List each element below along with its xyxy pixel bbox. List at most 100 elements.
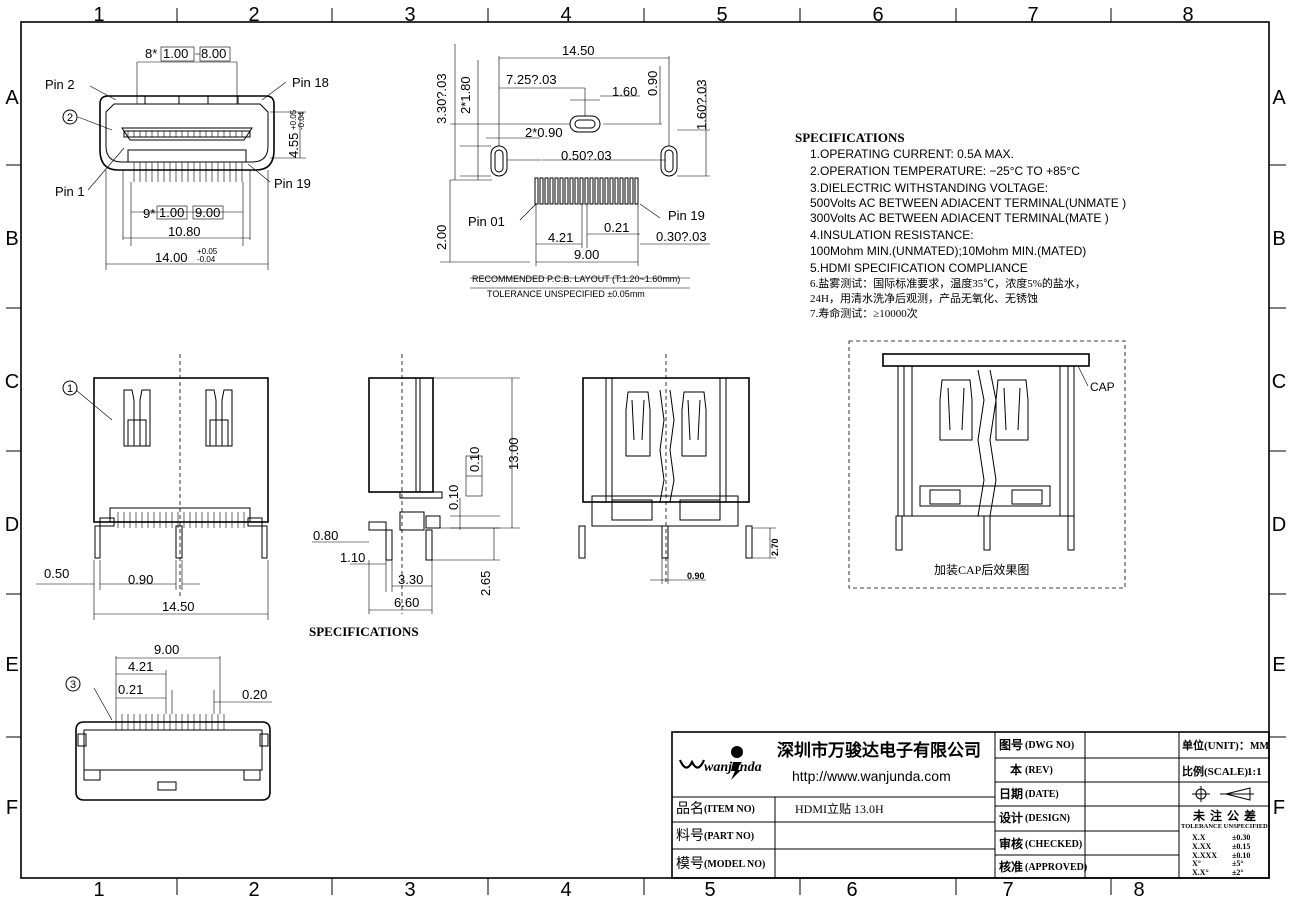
dim-text: 2.65	[478, 571, 493, 596]
bottom-view: 3 9.00 4.21 0.21 0.20	[65, 642, 272, 801]
dim-text: 0.20	[242, 687, 267, 702]
tol-key: X.X	[1192, 833, 1206, 842]
spec-line: 500Volts AC BETWEEN ADIACENT TERMINAL(UN…	[810, 196, 1126, 210]
row-label: F	[6, 797, 18, 819]
dim-text: 1.10	[340, 550, 365, 565]
dim-text: 0.30?.03	[656, 229, 707, 244]
col-label: 8	[1182, 4, 1193, 26]
dim-text: 0.90	[128, 572, 153, 587]
check-label: 审核	[999, 836, 1023, 851]
col-label: 4	[560, 879, 571, 901]
item-value: HDMI立贴 13.0H	[795, 801, 884, 816]
unit-label: 单位(UNIT)：	[1182, 738, 1250, 752]
pin-label: Pin 18	[292, 75, 329, 90]
pin-label: Pin 19	[274, 176, 311, 191]
pcb-layout-view: 14.50 7.25?.03 1.60 0.90 3.30?.03 2*1.80…	[434, 43, 710, 299]
row-label: D	[5, 514, 19, 536]
col-label: 6	[872, 4, 883, 26]
tol-val: ±0.10	[1232, 851, 1250, 860]
dim-text: 1.00	[159, 205, 184, 220]
row-label: A	[1272, 87, 1286, 109]
specs-title: SPECIFICATIONS	[795, 130, 905, 145]
dim-text: 14.50	[162, 599, 195, 614]
tol-key: X.X°	[1192, 868, 1209, 877]
tol-sub: TOLERANCE UNSPECIFIED	[1181, 823, 1268, 830]
dim-text: 0.90	[645, 71, 660, 96]
tol-val: ±5°	[1232, 859, 1244, 868]
col-label: 8	[1133, 879, 1144, 901]
check-label-en: (CHECKED)	[1025, 839, 1082, 850]
tol-key: X.XX	[1192, 842, 1212, 851]
dim-text: 9.00	[154, 642, 179, 657]
dim-text: 0.21	[604, 220, 629, 235]
tol-title: 未 注 公 差	[1192, 808, 1257, 823]
balloon: 1	[67, 383, 73, 395]
dim-text: 0.10	[467, 447, 482, 472]
spec-line: 4.INSULATION RESISTANCE:	[810, 228, 974, 242]
approve-label-en: (APPROVED)	[1025, 862, 1087, 873]
dim-text: 0.50	[44, 566, 69, 581]
dim-text: 1.60	[612, 84, 637, 99]
specs-label: SPECIFICATIONS	[309, 624, 419, 639]
dim-tol: -0.04	[297, 111, 306, 130]
date-label-en: (DATE)	[1025, 789, 1059, 800]
scale-value: 1:1	[1247, 766, 1262, 778]
dwg-label-en: (DWG NO)	[1025, 740, 1074, 751]
col-label: 5	[704, 879, 715, 901]
col-label: 1	[93, 4, 104, 26]
row-label: D	[1272, 514, 1286, 536]
pin-label: Pin 2	[45, 77, 75, 92]
row-label: B	[5, 228, 18, 250]
col-label: 7	[1027, 4, 1038, 26]
item-label: 品名	[676, 801, 704, 817]
col-label: 7	[1002, 879, 1013, 901]
row-label: C	[1272, 371, 1286, 393]
dim-text: 8.00	[201, 46, 226, 61]
dim-text: 2*1.80	[458, 76, 473, 114]
top-view: 8* 1.00 8.00 Pin 2 Pin 18 2 Pin 1 Pin 19…	[45, 46, 329, 270]
dim-text: 13.00	[506, 437, 521, 470]
rev-label-en: (REV)	[1025, 765, 1053, 776]
pin-row	[127, 131, 243, 137]
col-label: 3	[404, 879, 415, 901]
col-label: 2	[248, 879, 259, 901]
part-label-en: (PART NO)	[704, 831, 754, 842]
unit-value: MM	[1250, 741, 1269, 752]
row-label: E	[5, 654, 18, 676]
row-label: B	[1272, 228, 1285, 250]
dim-text: 0.50?.03	[561, 148, 612, 163]
cap-view: CAP 加装CAP后效果图	[848, 340, 1126, 589]
projection-symbol-icon	[1192, 786, 1254, 802]
item-label-en: (ITEM NO)	[704, 804, 755, 815]
design-label-en: (DESIGN)	[1025, 813, 1070, 824]
spec-line: 24H，用清水洗净后观测，产品无氧化、无锈蚀	[810, 291, 1038, 305]
dim-text: 1.00	[163, 46, 188, 61]
dim-text: 4.55	[286, 133, 301, 158]
spec-line: 7.寿命测试：≥10000次	[810, 306, 918, 320]
logo-text: wanjunda	[704, 760, 762, 775]
company-url: http://www.wanjunda.com	[792, 768, 951, 784]
col-label: 4	[560, 4, 571, 26]
sheet-frame: 1 2 3 4 5 6 7 8 1 2 3 4 5 6 7 8 A B C D …	[5, 4, 1287, 901]
dim-text: 4.21	[128, 659, 153, 674]
dim-text: 0.80	[313, 528, 338, 543]
dim-text: 0.21	[118, 682, 143, 697]
pin-label: Pin 1	[55, 184, 85, 199]
spec-line: 6.盐雾测试：国际标准要求，温度35℃，浓度5%的盐水，	[810, 276, 1086, 290]
dwg-label: 图号	[999, 737, 1023, 752]
spec-line: 100Mohm MIN.(UNMATED);10Mohm MIN.(MATED)	[810, 244, 1086, 258]
dim-text: 4.21	[548, 230, 573, 245]
balloon: 3	[70, 679, 76, 691]
spec-line: 1.OPERATING CURRENT: 0.5A MAX.	[810, 147, 1014, 161]
section-view: 2.70 0.90	[578, 354, 780, 584]
col-label: 1	[93, 879, 104, 901]
spec-line: 300Volts AC BETWEEN ADIACENT TERMINAL(MA…	[810, 211, 1109, 225]
pin-label: Pin 19	[668, 208, 705, 223]
dim-text: 14.50	[562, 43, 595, 58]
dim-prefix: 9*	[143, 206, 155, 221]
dim-tol: +0.05	[289, 109, 298, 130]
balloon: 2	[67, 112, 73, 124]
spec-line: 2.OPERATION TEMPERATURE: −25°C TO +85°C	[810, 164, 1080, 178]
date-label: 日期	[999, 786, 1023, 801]
side-view: 13.00 0.10 0.10 2.65 0.80 1.10 3.30 6.60…	[309, 354, 521, 639]
